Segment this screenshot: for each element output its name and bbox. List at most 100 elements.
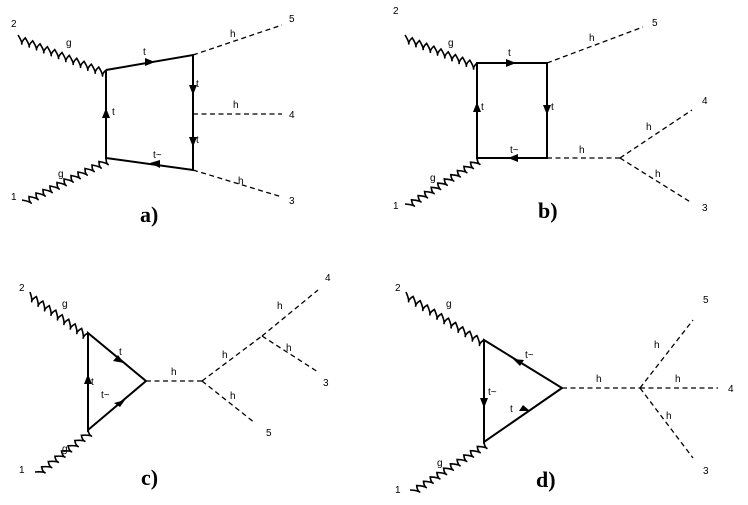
- higgs-5: [546, 26, 644, 64]
- gluon-line-2: [29, 291, 89, 339]
- caption-d: d): [536, 467, 556, 492]
- gluon-line-2: [17, 34, 107, 77]
- gluon-line-1: [21, 157, 109, 204]
- index-4: 4: [289, 110, 295, 121]
- label-gluon-2: g: [448, 38, 454, 49]
- index-5: 5: [652, 18, 658, 29]
- arrow-upper-edge: [113, 355, 124, 363]
- gluon-line-2: [405, 291, 485, 347]
- higgs-5: [639, 319, 694, 389]
- label-t-right-lower: t: [196, 135, 199, 146]
- label-t-top: t: [143, 47, 146, 58]
- arrow-right-lower: [189, 137, 197, 147]
- label-t-left: t: [112, 107, 115, 118]
- label-t-right-upper: t: [196, 79, 199, 90]
- label-gluon-2: g: [66, 38, 72, 49]
- arrow-lower-edge: [114, 400, 125, 407]
- label-tbar-left: t~: [488, 387, 497, 398]
- higgs-internal-2: [201, 335, 263, 382]
- index-2: 2: [395, 283, 401, 294]
- arrow-top-edge: [506, 59, 516, 67]
- label-tbar-bottom: t~: [510, 145, 519, 156]
- arrow-left-edge: [84, 374, 92, 384]
- index-5: 5: [703, 295, 709, 306]
- label-tbar-upper: t~: [525, 350, 534, 361]
- diagram-b: 2 g 1 g t t t~ t h h h h 5 4 3 b): [393, 6, 708, 223]
- label-gluon-1: g: [62, 444, 68, 455]
- diagram-a: 2 g 1 g t t t t~ t h h h 5 4 3 a): [11, 14, 295, 227]
- gluon-line-2: [404, 34, 478, 70]
- index-2: 2: [11, 19, 17, 30]
- label-t-top: t: [508, 48, 511, 59]
- index-1: 1: [393, 201, 399, 212]
- index-5: 5: [266, 428, 272, 439]
- index-3: 3: [702, 203, 708, 214]
- higgs-5: [201, 380, 256, 424]
- index-4: 4: [702, 96, 708, 107]
- label-gluon-1: g: [58, 169, 64, 180]
- caption-b: b): [538, 198, 558, 223]
- label-tbar-lower: t~: [101, 390, 110, 401]
- label-gluon-2: g: [446, 299, 452, 310]
- label-h-internal-2: h: [222, 350, 228, 361]
- gluon-line-1: [404, 157, 481, 207]
- index-3: 3: [289, 196, 295, 207]
- index-5: 5: [289, 14, 295, 25]
- diagram-c: 2 g 1 g t t t~ h h h h h 4 3 5 c): [19, 273, 331, 490]
- label-t-left: t: [481, 102, 484, 113]
- label-t-left: t: [91, 377, 94, 388]
- label-h-5: h: [654, 340, 660, 351]
- label-h-3: h: [655, 169, 661, 180]
- arrow-lower-edge: [519, 405, 530, 411]
- gluon-line-1: [409, 441, 488, 493]
- higgs-3: [619, 157, 693, 204]
- arrow-bottom-edge: [508, 154, 518, 162]
- label-h-internal-1: h: [171, 367, 177, 378]
- label-h-4: h: [233, 100, 239, 111]
- label-gluon-1: g: [437, 458, 443, 469]
- caption-c: c): [141, 465, 158, 490]
- arrow-left-edge: [102, 108, 110, 118]
- higgs-3: [261, 335, 319, 373]
- label-h-internal: h: [579, 145, 585, 156]
- index-4: 4: [728, 384, 734, 395]
- arrow-bottom-edge: [150, 160, 160, 168]
- arrow-right-edge: [543, 105, 551, 115]
- arrow-top-edge: [145, 58, 155, 66]
- label-gluon-1: g: [430, 173, 436, 184]
- arrow-right-upper: [189, 85, 197, 95]
- index-3: 3: [323, 378, 329, 389]
- label-h-3: h: [286, 343, 292, 354]
- label-t-upper: t: [119, 347, 122, 358]
- arrow-left-edge: [480, 398, 488, 408]
- top-loop: [483, 338, 564, 444]
- index-2: 2: [393, 6, 399, 17]
- top-loop: [476, 62, 548, 159]
- index-1: 1: [395, 485, 401, 496]
- top-loop: [105, 53, 194, 172]
- label-h-4: h: [646, 122, 652, 133]
- gluon-line-1: [34, 429, 93, 474]
- label-gluon-2: g: [62, 299, 68, 310]
- arrow-upper-edge: [513, 359, 524, 366]
- label-h-4: h: [675, 374, 681, 385]
- index-3: 3: [703, 466, 709, 477]
- higgs-5: [192, 24, 283, 56]
- caption-a: a): [140, 202, 158, 227]
- arrow-left-edge: [473, 102, 481, 112]
- label-h-internal: h: [596, 374, 602, 385]
- label-t-right: t: [551, 102, 554, 113]
- label-h-4: h: [277, 301, 283, 312]
- higgs-3: [639, 387, 694, 459]
- index-1: 1: [19, 465, 25, 476]
- label-t-lower: t: [510, 404, 513, 415]
- label-h-3: h: [666, 411, 672, 422]
- label-h-5: h: [230, 391, 236, 402]
- index-2: 2: [19, 283, 25, 294]
- label-h-3: h: [238, 176, 244, 187]
- label-h-5: h: [589, 33, 595, 44]
- diagram-d: 2 g 1 g t~ t~ t h h h h 5 4 3 d): [395, 283, 734, 496]
- higgs-4: [261, 289, 319, 337]
